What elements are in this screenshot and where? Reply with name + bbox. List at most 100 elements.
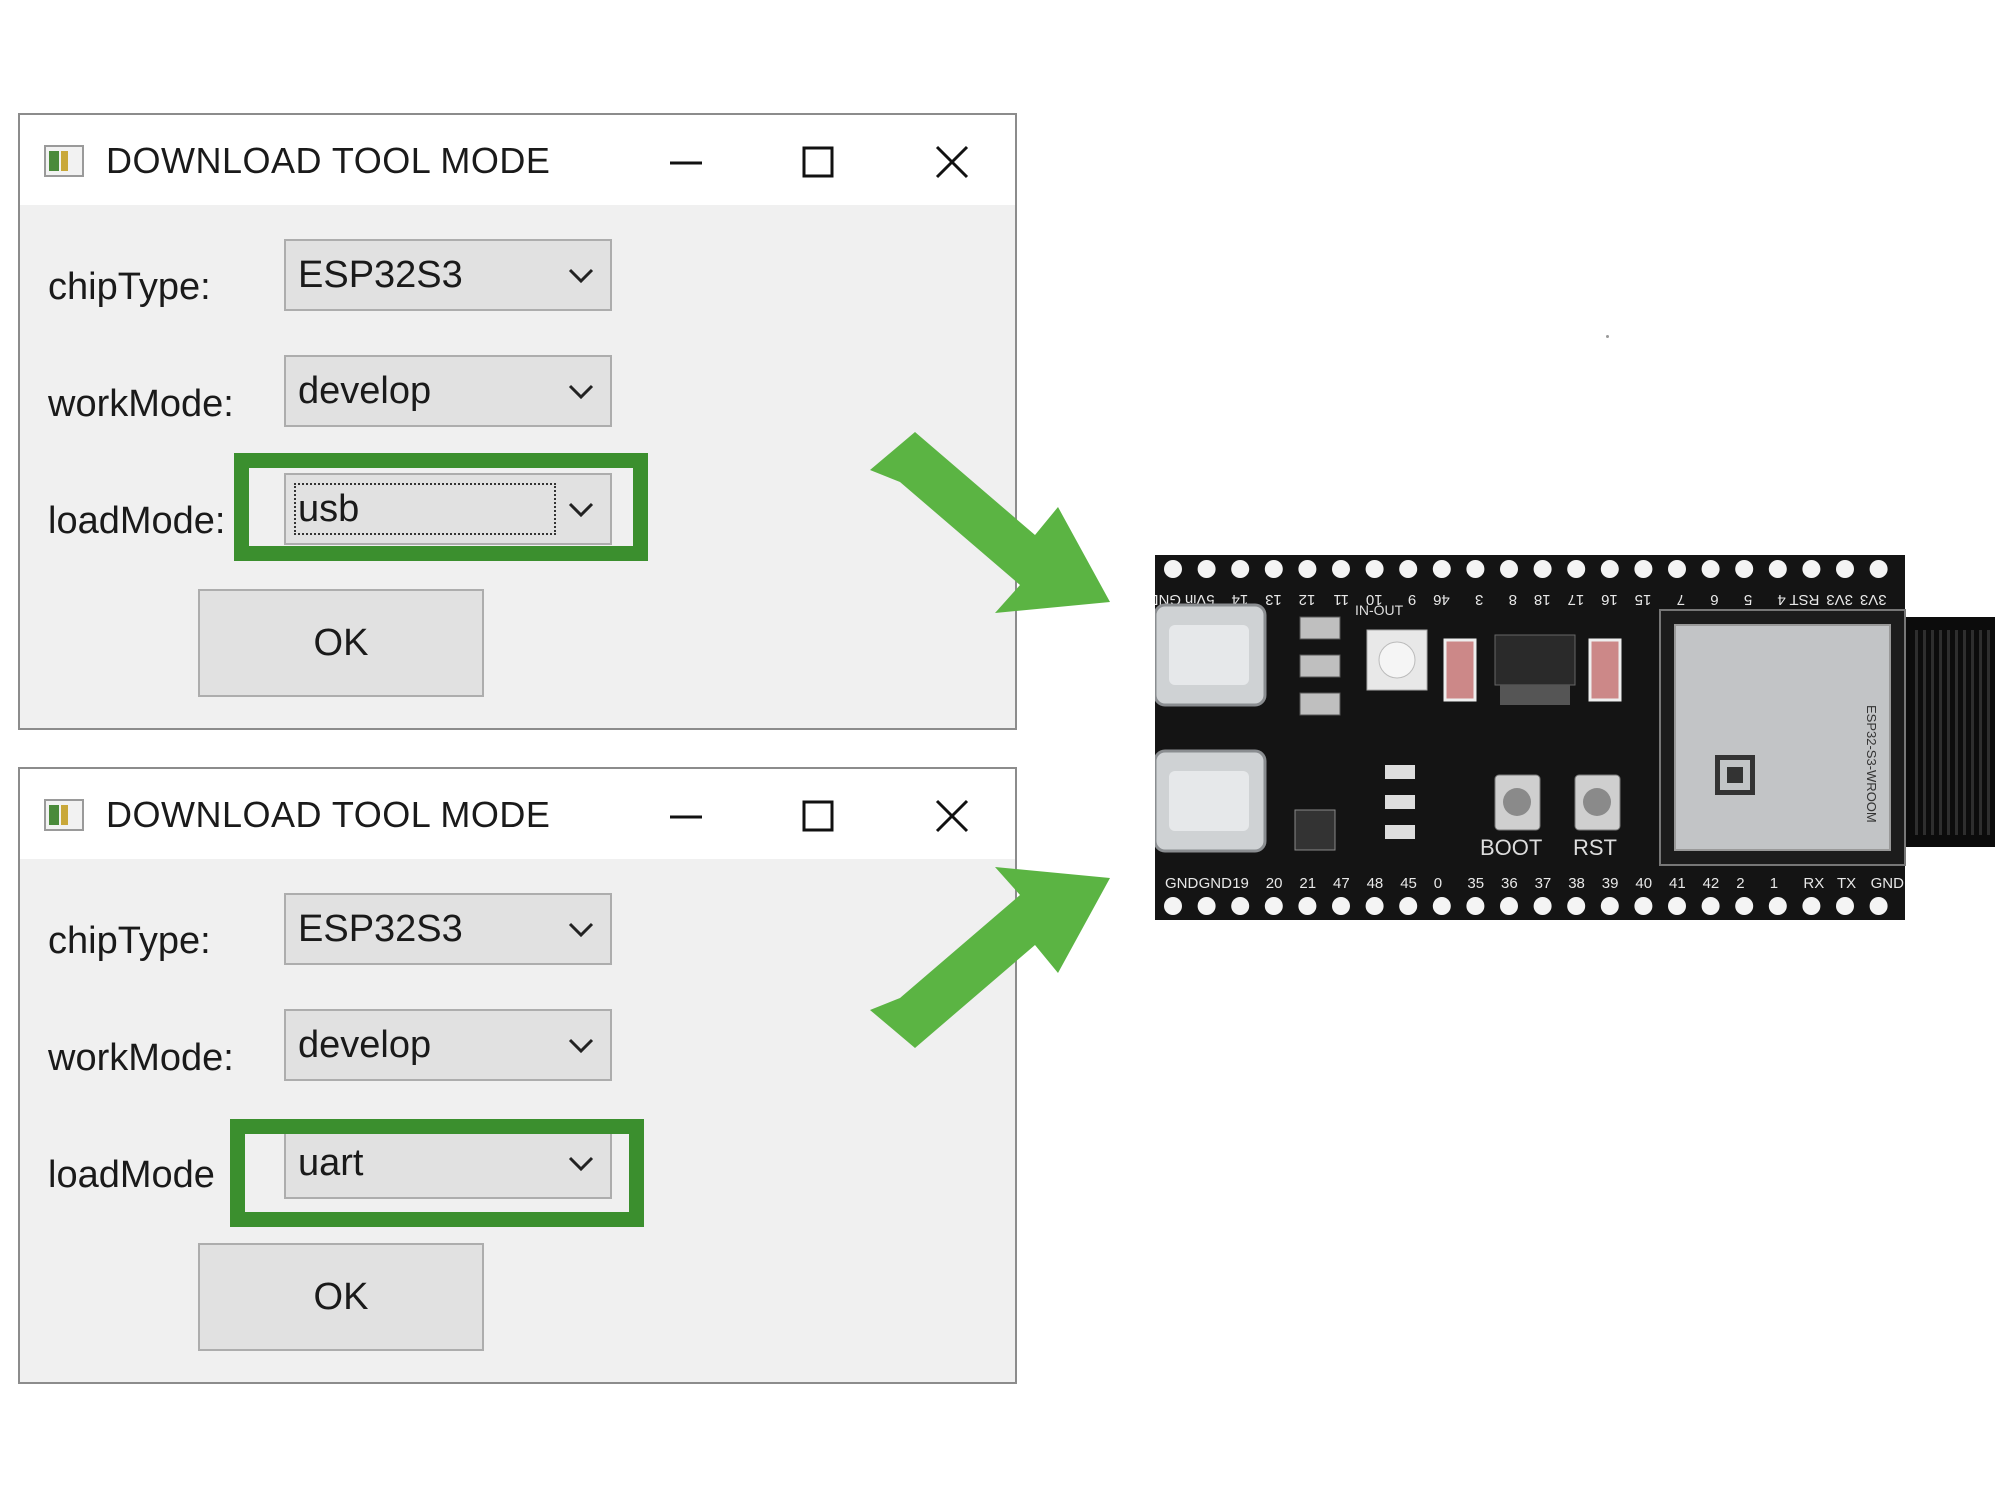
esp32-s3-board: GND5Vin141312111094638181716157654RST3V3…: [1155, 555, 1995, 920]
antenna-stripe: [1955, 630, 1958, 835]
bottom-pin-label: 36: [1501, 875, 1518, 892]
title-bar[interactable]: DOWNLOAD TOOL MODE: [20, 115, 1015, 205]
pin-hole: [1500, 897, 1518, 915]
pin-hole: [1332, 560, 1350, 578]
download-tool-dialog-uart: DOWNLOAD TOOL MODE chipType: ESP32S3 wor…: [18, 767, 1017, 1384]
antenna-stripe: [1923, 630, 1926, 835]
pin-hole: [1668, 897, 1686, 915]
bottom-pin-label: TX: [1837, 875, 1856, 892]
chip-type-select[interactable]: ESP32S3: [284, 893, 612, 965]
pin-hole: [1668, 560, 1686, 578]
bottom-pin-label: 19: [1232, 875, 1249, 892]
top-pin-label: 11: [1333, 591, 1349, 608]
pin-hole: [1802, 897, 1821, 915]
load-mode-highlight-box: [234, 453, 648, 561]
window-title: DOWNLOAD TOOL MODE: [106, 794, 551, 835]
pin-hole: [1735, 897, 1754, 915]
work-mode-label: workMode:: [48, 383, 234, 425]
load-mode-select[interactable]: usb: [284, 473, 612, 545]
chip-type-select[interactable]: ESP32S3: [284, 239, 612, 311]
work-mode-select[interactable]: develop: [284, 1009, 612, 1081]
pin-hole: [1735, 560, 1754, 578]
chevron-down-icon: [568, 1156, 594, 1172]
pin-hole: [1533, 897, 1552, 915]
pin-hole: [1567, 560, 1586, 578]
top-pin-labels: GND5Vin141312111094638181716157654RST3V3…: [1155, 591, 1887, 608]
pin-hole: [1231, 560, 1250, 578]
maximize-icon[interactable]: [790, 791, 846, 841]
app-icon: [44, 145, 84, 177]
pin-hole: [1298, 560, 1317, 578]
work-mode-select[interactable]: develop: [284, 355, 612, 427]
rst-label: RST: [1573, 835, 1617, 860]
top-pin-label: 12: [1299, 591, 1316, 608]
minimize-icon[interactable]: [658, 791, 714, 841]
bottom-pin-label: 35: [1467, 875, 1484, 892]
board-antenna-stripes: [1915, 630, 1990, 835]
load-mode-highlight-box: [230, 1119, 644, 1227]
pin-hole: [1466, 560, 1485, 578]
maximize-icon[interactable]: [790, 137, 846, 187]
pin-hole: [1231, 897, 1250, 915]
top-pin-label: 16: [1601, 591, 1618, 608]
pin-hole: [1466, 897, 1485, 915]
pin-hole: [1197, 897, 1216, 915]
pin-hole: [1164, 897, 1182, 915]
close-icon[interactable]: [924, 791, 980, 841]
bottom-pin-label: 20: [1266, 875, 1283, 892]
chip-type-value: ESP32S3: [298, 908, 463, 950]
bottom-pin-label: 21: [1299, 875, 1316, 892]
load-mode-label: loadMode: [48, 1154, 215, 1196]
work-mode-label: workMode:: [48, 1037, 234, 1079]
top-pin-label: 3: [1475, 591, 1483, 608]
bottom-pin-label: GND: [1165, 875, 1199, 892]
minimize-icon[interactable]: [658, 137, 714, 187]
ok-button[interactable]: OK: [198, 1243, 484, 1351]
antenna-stripe: [1947, 630, 1950, 835]
pin-hole: [1701, 897, 1720, 915]
pin-hole: [1533, 560, 1552, 578]
led-label: IN-OUT: [1355, 602, 1404, 618]
bottom-pin-label: 45: [1400, 875, 1417, 892]
chevron-down-icon: [568, 922, 594, 938]
top-pin-label: 15: [1635, 591, 1652, 608]
stray-dot: [1606, 335, 1609, 338]
pin-hole: [1399, 560, 1418, 578]
bottom-pin-label: 48: [1367, 875, 1384, 892]
work-mode-value: develop: [298, 370, 432, 412]
top-pin-label: 5: [1744, 591, 1752, 608]
pin-hole: [1399, 897, 1418, 915]
bottom-pin-label: 38: [1568, 875, 1585, 892]
chip-type-label: chipType:: [48, 266, 211, 308]
bottom-pin-label: 40: [1635, 875, 1652, 892]
chip-ic: [1294, 809, 1336, 851]
pin-hole: [1836, 560, 1854, 578]
top-pin-label: RST: [1789, 591, 1819, 608]
top-pin-label: 46: [1433, 591, 1450, 608]
title-bar[interactable]: DOWNLOAD TOOL MODE: [20, 769, 1015, 859]
pin-hole: [1768, 897, 1787, 915]
chevron-down-icon: [568, 384, 594, 400]
pin-hole: [1365, 560, 1384, 578]
pin-hole: [1264, 560, 1283, 578]
pin-hole: [1298, 897, 1317, 915]
pin-hole: [1567, 897, 1586, 915]
pin-hole: [1332, 897, 1350, 915]
top-pin-label: 17: [1568, 591, 1585, 608]
close-icon[interactable]: [924, 137, 980, 187]
bottom-pin-label: 2: [1736, 875, 1744, 892]
load-mode-value: usb: [294, 483, 556, 535]
green-arrow-icon: [870, 867, 1110, 1048]
top-pin-label: 8: [1509, 591, 1517, 608]
antenna-stripe: [1979, 630, 1982, 835]
module-label: ESP32-S3-WROOM: [1864, 705, 1879, 823]
bottom-pin-label: GND: [1871, 875, 1905, 892]
antenna-stripe: [1963, 630, 1966, 835]
top-pin-label: 7: [1677, 591, 1685, 608]
pin-hole: [1164, 560, 1182, 578]
ok-button[interactable]: OK: [198, 589, 484, 697]
top-pin-label: 18: [1534, 591, 1551, 608]
bottom-pin-label: 47: [1333, 875, 1350, 892]
pin-hole: [1634, 560, 1653, 578]
